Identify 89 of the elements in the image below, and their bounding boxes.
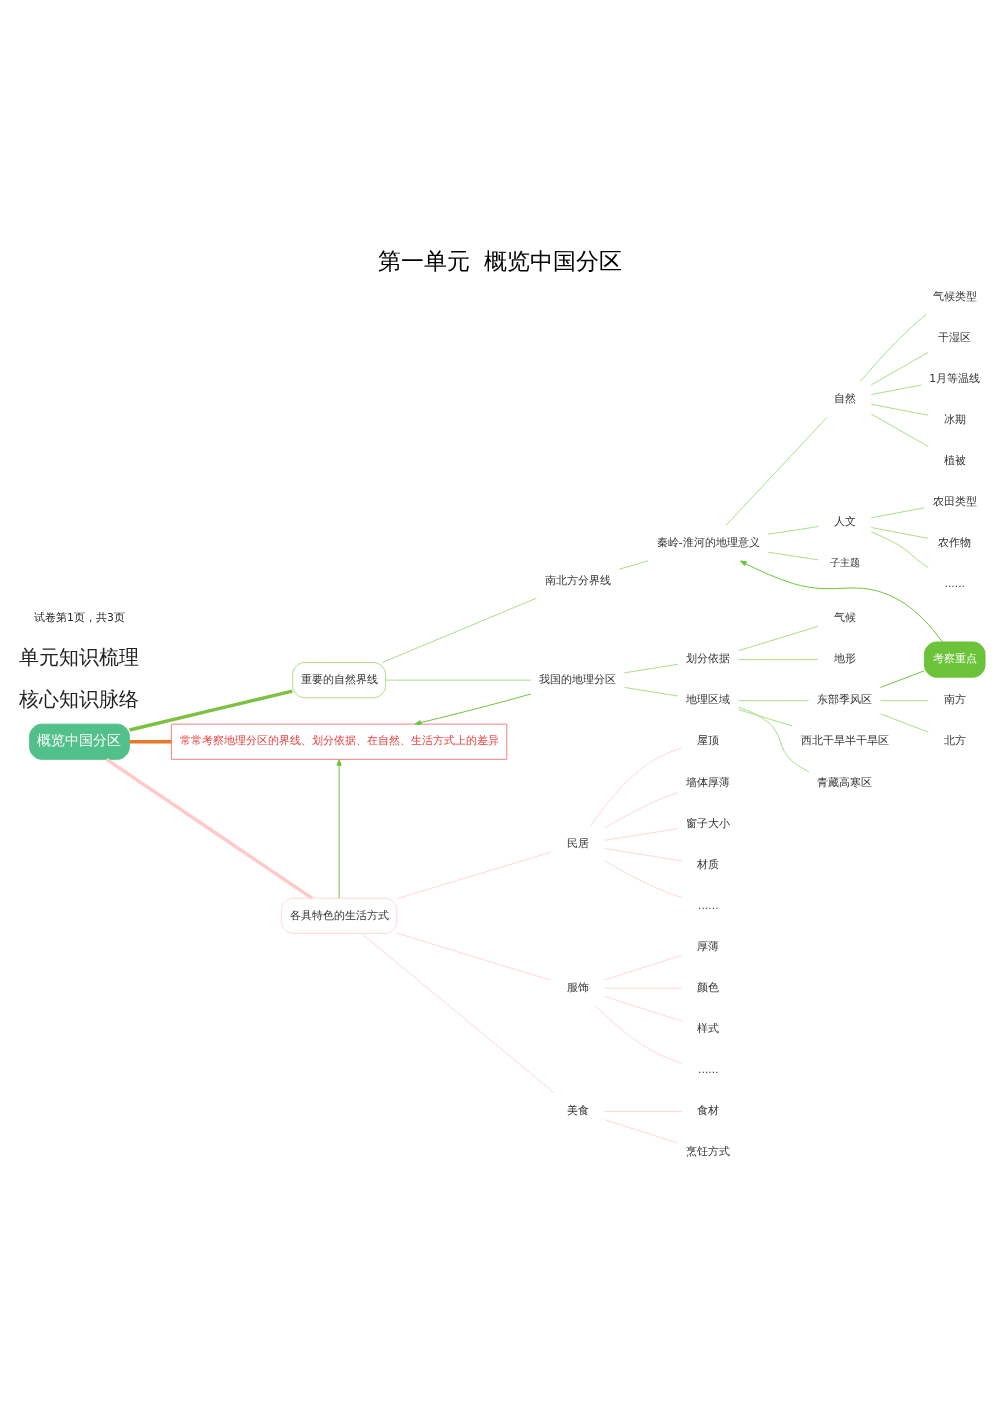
node-text: ......	[698, 1062, 719, 1076]
node-text: 子主题	[829, 556, 860, 568]
node-text: 南方	[943, 692, 966, 706]
connector	[603, 954, 683, 980]
connector	[880, 712, 929, 733]
connector	[623, 686, 679, 696]
node-text: 民居	[566, 836, 589, 850]
arrow	[739, 559, 943, 642]
connector	[870, 506, 925, 518]
connector	[870, 384, 922, 395]
arrow	[414, 692, 532, 725]
connector	[129, 688, 293, 732]
connector	[767, 551, 819, 560]
connector	[594, 1004, 683, 1064]
connector	[603, 859, 683, 898]
node-text: 我国的地理分区	[539, 672, 617, 686]
node-text: ......	[944, 576, 966, 590]
node-text: 服饰	[566, 980, 589, 994]
connector	[870, 403, 929, 416]
node-box: 重要的自然界线	[292, 661, 387, 698]
node-text: 青藏高寒区	[817, 775, 873, 789]
node-text: 地理区域	[686, 692, 731, 706]
connector	[738, 699, 810, 701]
node-text: 人文	[833, 514, 856, 528]
connector	[880, 669, 925, 688]
node-text: 东部季风区	[817, 692, 873, 706]
connector	[105, 757, 313, 900]
connector	[870, 413, 929, 447]
node-text: 南北方分界线	[544, 573, 611, 587]
connector	[396, 932, 552, 981]
node-text: 西北干旱半干旱区	[800, 733, 889, 747]
node-text: 植被	[943, 453, 966, 467]
connector	[870, 351, 929, 385]
connector	[589, 747, 683, 827]
connector	[603, 1118, 679, 1143]
node-text: 厚薄	[697, 939, 720, 953]
arrow	[336, 758, 342, 899]
node-box: 常常考察地理分区的界线、划分依据、在自然、生活方式上的差异	[170, 723, 508, 760]
node-text: 农作物	[938, 535, 972, 549]
connector	[603, 1110, 683, 1112]
node-text: 烹饪方式	[686, 1144, 731, 1158]
node-text: 农田类型	[932, 494, 977, 508]
node-text: 美食	[566, 1103, 589, 1117]
node-box: 各具特色的生活方式	[280, 897, 398, 934]
node-text: 屋顶	[697, 733, 720, 747]
connector	[603, 827, 679, 841]
connector	[381, 597, 537, 663]
connector	[870, 526, 929, 539]
connector	[870, 530, 929, 568]
node-text: ......	[698, 898, 719, 912]
node-text: 1月等温线	[929, 371, 981, 385]
connector	[880, 699, 929, 701]
connector	[725, 416, 828, 526]
connector	[859, 313, 927, 382]
label: 试卷第1页，共3页	[34, 610, 125, 624]
connector	[129, 739, 172, 743]
connector	[396, 851, 552, 899]
connector	[603, 995, 683, 1022]
connector	[738, 708, 793, 727]
label: 单元知识梳理	[19, 645, 140, 669]
node-text: 自然	[833, 391, 856, 405]
node-text: 样式	[697, 1021, 720, 1035]
connector	[385, 679, 532, 681]
node-text: 干湿区	[938, 330, 972, 344]
node-text: 地形	[833, 651, 856, 665]
node-text: 食材	[697, 1103, 720, 1117]
connector	[618, 559, 649, 570]
connector	[603, 847, 683, 861]
node-box: 考察重点	[923, 641, 986, 678]
node-text: 窗子大小	[686, 816, 731, 830]
label: 核心知识脉络	[19, 687, 140, 711]
node-text: 划分依据	[686, 651, 731, 665]
connector	[767, 525, 819, 535]
node-text: 颜色	[697, 980, 720, 994]
connector	[738, 658, 819, 660]
connector	[738, 706, 810, 772]
diagram-title: 第一单元 概览中国分区	[377, 246, 623, 275]
connector	[623, 663, 679, 673]
node-text: 秦岭-淮河的地理意义	[656, 535, 760, 549]
node-box: 概览中国分区	[29, 723, 130, 760]
connector	[738, 625, 819, 651]
connector	[603, 791, 679, 829]
connector	[361, 932, 556, 1094]
node-text: 气候类型	[932, 289, 977, 302]
node-text: 气候	[833, 610, 856, 624]
node-text: 材质	[697, 857, 720, 871]
node-text: 墙体厚薄	[686, 775, 731, 789]
node-text: 北方	[943, 733, 966, 747]
node-text: 冰期	[943, 412, 966, 426]
